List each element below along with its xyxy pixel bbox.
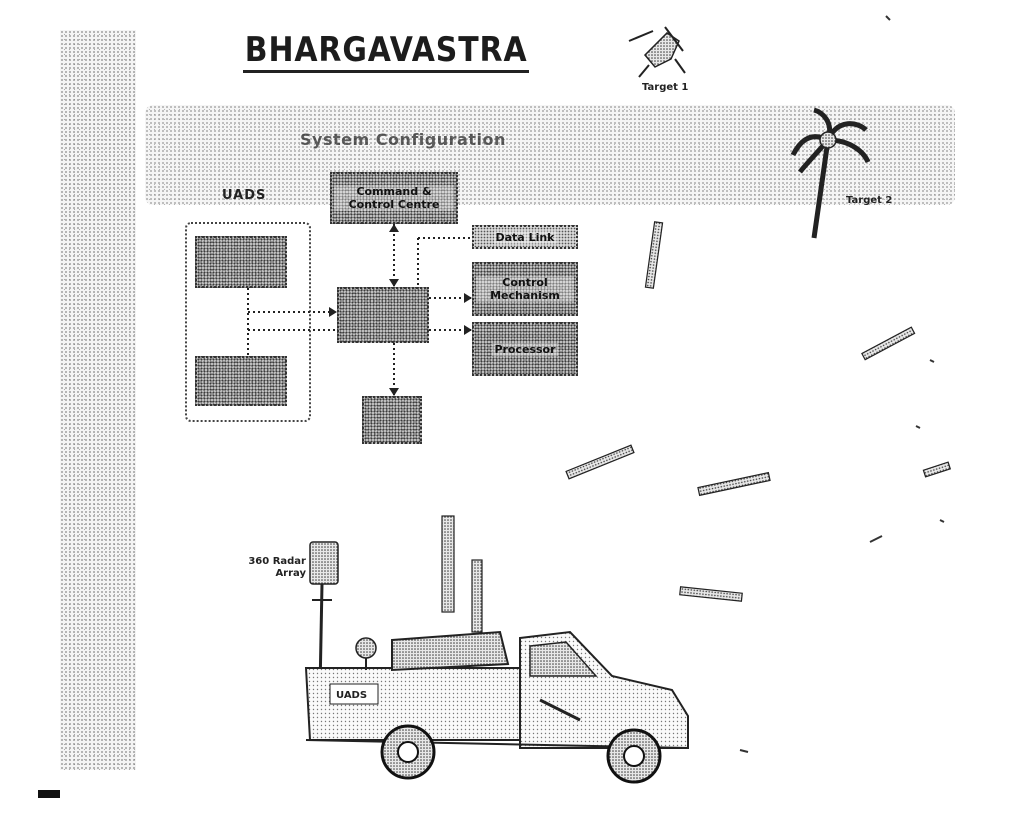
command-control-label: Command & Control Centre [334, 185, 454, 211]
truck-uads-label: UADS [336, 690, 368, 701]
diagram-subtitle: System Configuration [300, 130, 506, 149]
lower-unit-box [362, 396, 422, 444]
processor-box: Processor [472, 322, 578, 376]
corner-mark [38, 790, 60, 798]
projectile-5 [922, 461, 952, 478]
target2-label: Target 2 [846, 195, 893, 206]
control-mechanism-box: Control Mechanism [472, 262, 578, 316]
command-control-box: Command & Control Centre [330, 172, 458, 224]
arrow-up-c2c [389, 224, 399, 232]
arrow-down-lower [389, 388, 399, 396]
projectile-3 [565, 444, 635, 480]
sky-dashes [869, 15, 945, 543]
target1-drone-icon [628, 26, 686, 78]
radar-mount-label: 360 Radar Array [248, 556, 306, 579]
connector-arrows [329, 224, 472, 396]
arrow-right-radar [329, 307, 337, 317]
launcher-tube-1 [441, 515, 455, 613]
target1-label: Target 1 [642, 82, 689, 93]
radar-mast-icon [309, 541, 339, 691]
sensor-box [195, 356, 287, 406]
target2-tree-icon [790, 107, 871, 239]
projectile-1 [644, 221, 664, 289]
processor-label: Processor [492, 342, 558, 356]
arrow-right-control [464, 293, 472, 303]
launcher-tubes [441, 515, 483, 633]
left-texture-strip [60, 30, 136, 770]
control-mechanism-label: Control Mechanism [476, 276, 574, 302]
arrow-down-center [389, 279, 399, 287]
projectile-2 [861, 326, 916, 361]
radar-box [195, 236, 287, 288]
launcher-tube-2 [471, 559, 483, 633]
central-unit-box [337, 287, 429, 343]
arrow-right-processor [464, 325, 472, 335]
uads-group-outline [185, 222, 311, 422]
uads-group-label: UADS [222, 188, 267, 203]
projectiles [565, 221, 952, 602]
projectile-4 [697, 471, 771, 497]
projectile-6 [679, 586, 743, 602]
page-title: BHARGAVASTRA [243, 30, 530, 73]
ground-dash [739, 749, 749, 753]
pickup-truck-icon [304, 630, 689, 784]
data-link-box: Data Link [472, 225, 578, 249]
data-link-label: Data Link [493, 230, 557, 244]
connector-lines [247, 224, 472, 396]
